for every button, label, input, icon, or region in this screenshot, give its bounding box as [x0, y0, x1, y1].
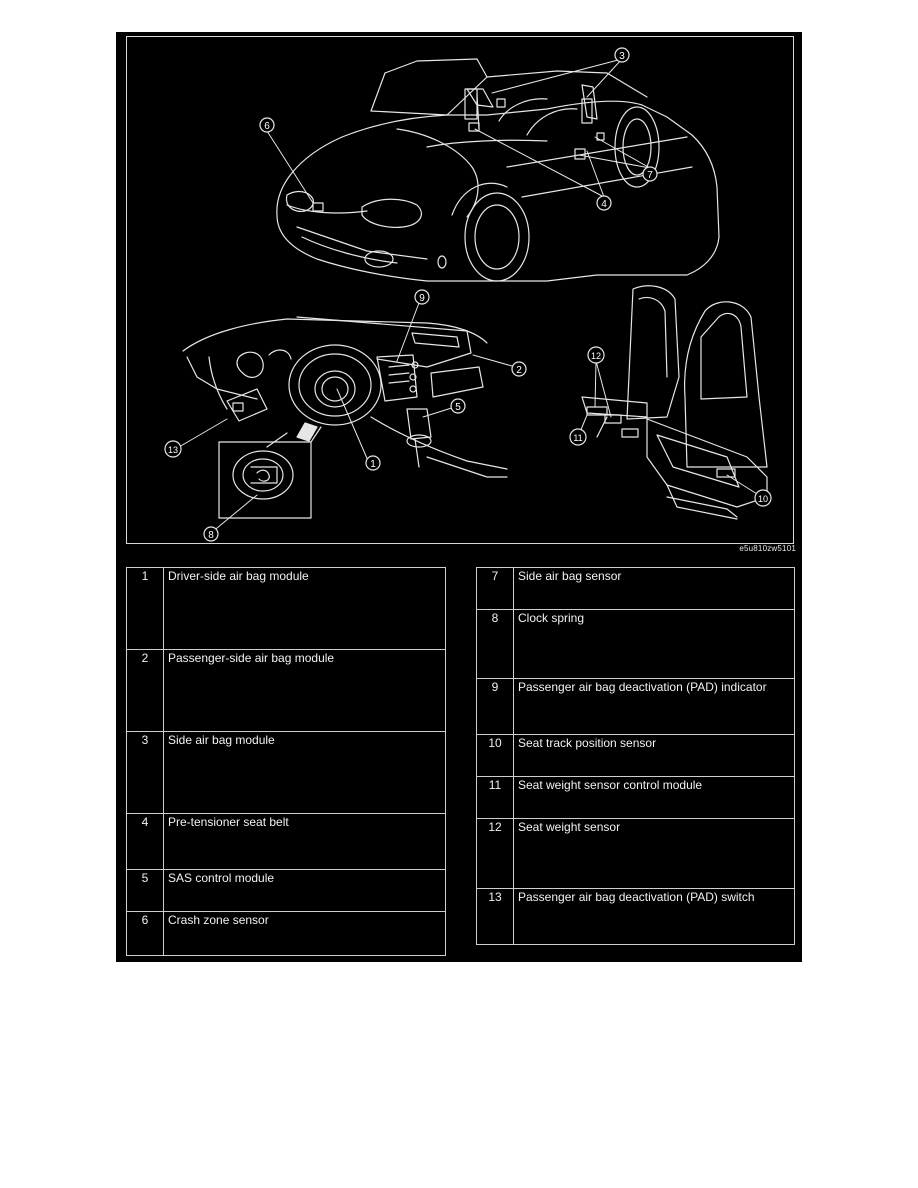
part-label: Crash zone sensor — [163, 911, 446, 956]
callout-6: 6 — [259, 117, 275, 133]
callout-9: 9 — [414, 289, 430, 305]
callout-7: 7 — [642, 166, 658, 182]
callout-12: 12 — [587, 346, 605, 364]
callout-11: 11 — [569, 428, 587, 446]
table-row: 5 SAS control module — [126, 869, 446, 912]
callout-8: 8 — [203, 526, 219, 542]
callout-markers: 3 6 7 4 9 2 5 1 13 8 12 11 10 — [164, 47, 772, 542]
callout-1: 1 — [365, 455, 381, 471]
part-number: 10 — [476, 734, 514, 777]
part-number: 6 — [126, 911, 164, 956]
part-number: 12 — [476, 818, 514, 889]
part-number: 11 — [476, 776, 514, 819]
parts-table-right: 7 Side air bag sensor 8 Clock spring 9 P… — [476, 567, 795, 945]
table-row: 6 Crash zone sensor — [126, 911, 446, 956]
table-row: 4 Pre-tensioner seat belt — [126, 813, 446, 870]
table-row: 7 Side air bag sensor — [476, 567, 795, 610]
table-row: 10 Seat track position sensor — [476, 734, 795, 777]
part-number: 9 — [476, 678, 514, 735]
parts-table-left: 1 Driver-side air bag module 2 Passenger… — [126, 567, 446, 956]
callout-10: 10 — [754, 489, 772, 507]
svg-text:12: 12 — [591, 351, 601, 361]
svg-text:4: 4 — [601, 199, 607, 210]
figure-code: e5u810zw5101 — [739, 544, 796, 553]
callout-13: 13 — [164, 440, 182, 458]
part-number: 3 — [126, 731, 164, 814]
part-number: 7 — [476, 567, 514, 610]
part-number: 5 — [126, 869, 164, 912]
svg-text:8: 8 — [208, 530, 214, 541]
table-row: 12 Seat weight sensor — [476, 818, 795, 889]
svg-text:9: 9 — [419, 293, 425, 304]
seat-illustration — [581, 285, 768, 520]
part-label: Passenger air bag deactivation (PAD) swi… — [513, 888, 795, 945]
callout-3: 3 — [614, 47, 630, 63]
part-number: 2 — [126, 649, 164, 732]
dashboard-illustration — [182, 316, 508, 519]
part-number: 8 — [476, 609, 514, 679]
part-label: Seat track position sensor — [513, 734, 795, 777]
table-row: 13 Passenger air bag deactivation (PAD) … — [476, 888, 795, 945]
part-label: Passenger air bag deactivation (PAD) ind… — [513, 678, 795, 735]
part-number: 13 — [476, 888, 514, 945]
part-label: Driver-side air bag module — [163, 567, 446, 650]
svg-text:13: 13 — [168, 445, 178, 455]
part-label: Seat weight sensor — [513, 818, 795, 889]
part-label: Clock spring — [513, 609, 795, 679]
table-row: 3 Side air bag module — [126, 731, 446, 814]
part-label: Side air bag sensor — [513, 567, 795, 610]
diagram-panel: 3 6 7 4 9 2 5 1 13 8 12 11 10 e5u810zw51… — [116, 32, 802, 962]
part-label: Passenger-side air bag module — [163, 649, 446, 732]
part-number: 4 — [126, 813, 164, 870]
component-location-figure: 3 6 7 4 9 2 5 1 13 8 12 11 10 — [126, 36, 794, 544]
callout-4: 4 — [596, 195, 612, 211]
table-row: 2 Passenger-side air bag module — [126, 649, 446, 732]
part-label: SAS control module — [163, 869, 446, 912]
svg-text:3: 3 — [619, 51, 625, 62]
table-row: 11 Seat weight sensor control module — [476, 776, 795, 819]
callout-2: 2 — [511, 361, 527, 377]
part-label: Side air bag module — [163, 731, 446, 814]
callout-5: 5 — [450, 398, 466, 414]
table-row: 1 Driver-side air bag module — [126, 567, 446, 650]
table-row: 8 Clock spring — [476, 609, 795, 679]
svg-text:10: 10 — [758, 494, 768, 504]
svg-text:7: 7 — [647, 170, 653, 181]
part-label: Seat weight sensor control module — [513, 776, 795, 819]
svg-text:5: 5 — [455, 402, 461, 413]
table-row: 9 Passenger air bag deactivation (PAD) i… — [476, 678, 795, 735]
car-illustration — [276, 58, 720, 282]
part-number: 1 — [126, 567, 164, 650]
svg-text:6: 6 — [264, 121, 270, 132]
component-illustration: 3 6 7 4 9 2 5 1 13 8 12 11 10 — [164, 47, 772, 542]
part-label: Pre-tensioner seat belt — [163, 813, 446, 870]
svg-text:1: 1 — [370, 459, 376, 470]
svg-text:11: 11 — [573, 433, 582, 443]
svg-text:2: 2 — [516, 365, 522, 376]
